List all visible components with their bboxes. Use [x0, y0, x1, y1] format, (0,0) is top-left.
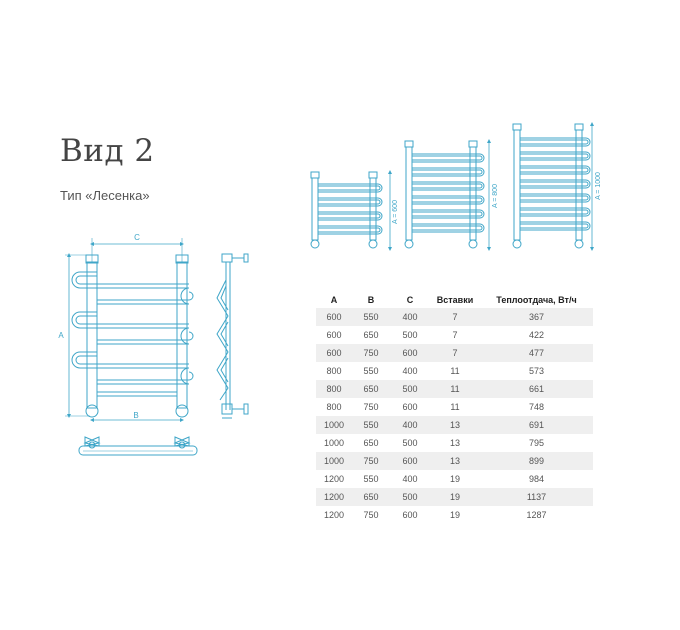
table-cell: 550 — [363, 366, 379, 376]
table-cell: 600 — [390, 344, 430, 362]
table-cell: 19 — [430, 488, 480, 506]
table-cell: 500 — [390, 380, 430, 398]
a600-label: A = 600 — [392, 200, 399, 224]
table-cell: 795 — [528, 438, 545, 448]
table-cell: 800 — [316, 380, 352, 398]
col-header-heat-output: Теплоотдача, Вт/ч — [496, 295, 577, 305]
table-cell: 13 — [430, 416, 480, 434]
table-cell: 7 — [430, 344, 480, 362]
table-cell: 650 — [363, 330, 379, 340]
table-cell: 500 — [402, 330, 418, 340]
page-subtitle: Тип «Лесенка» — [60, 188, 150, 203]
table-cell: 800 — [326, 402, 342, 412]
table-cell: 899 — [480, 452, 593, 470]
table-cell: 573 — [528, 366, 545, 376]
table-cell: 750 — [363, 402, 379, 412]
table-cell: 661 — [480, 380, 593, 398]
table-cell: 984 — [528, 474, 545, 484]
table-cell: 500 — [402, 438, 418, 448]
col-header-c: C — [406, 295, 414, 305]
table-cell: 550 — [363, 474, 379, 484]
table-row: 1200 550 400 19 984 — [316, 470, 593, 488]
table-cell: 422 — [528, 330, 545, 340]
table-cell: 1200 — [323, 510, 345, 520]
table-cell: 750 — [363, 510, 379, 520]
table-cell: 1200 — [323, 474, 345, 484]
table-cell: 400 — [390, 416, 430, 434]
table-cell: 11 — [430, 380, 480, 398]
table-cell: 550 — [352, 416, 390, 434]
table-cell: 600 — [402, 402, 418, 412]
page-title: Вид 2 — [60, 133, 155, 169]
table-cell: 400 — [402, 474, 418, 484]
table-cell: 600 — [316, 308, 352, 326]
table-cell: 600 — [390, 452, 430, 470]
table-cell: 11 — [450, 402, 460, 412]
table-cell: 1137 — [480, 488, 593, 506]
table-row: 600 650 500 7 422 — [316, 326, 593, 344]
side-view-drawing — [216, 253, 249, 419]
table-cell: 600 — [402, 510, 418, 520]
table-cell: 650 — [352, 488, 390, 506]
col-header-inserts: Вставки — [436, 295, 474, 305]
dim-b-label: B — [133, 411, 138, 420]
col-header-a: A — [330, 295, 338, 305]
table-cell: 7 — [430, 308, 480, 326]
a800-label: A = 800 — [492, 184, 499, 208]
table-cell: 19 — [449, 510, 460, 520]
radiator-a800-drawing — [404, 139, 491, 251]
table-cell: 11 — [450, 366, 460, 376]
table-cell: 748 — [528, 402, 545, 412]
dim-c-label: C — [134, 233, 140, 242]
table-cell: 1000 — [323, 438, 345, 448]
table-cell: 750 — [352, 452, 390, 470]
table-cell: 500 — [390, 488, 430, 506]
table-header-row: A B C Вставки Теплоотдача, Вт/ч — [316, 292, 593, 308]
table-cell: 650 — [352, 380, 390, 398]
table-row: 800 750 600 11 748 — [316, 398, 593, 416]
table-cell: 1000 — [316, 452, 352, 470]
table-cell: 550 — [352, 308, 390, 326]
table-cell: 600 — [316, 344, 352, 362]
top-view-drawing — [78, 436, 198, 456]
table-cell: 400 — [390, 308, 430, 326]
table-row: 800 550 400 11 573 — [316, 362, 593, 380]
table-cell: 1200 — [316, 488, 352, 506]
table-cell: 13 — [449, 438, 460, 448]
dim-a-label: A — [58, 331, 64, 340]
table-cell: 477 — [480, 344, 593, 362]
table-cell: 750 — [352, 344, 390, 362]
table-row: 1000 650 500 13 795 — [316, 434, 593, 452]
col-header-b: B — [367, 295, 375, 305]
radiator-a1000-drawing — [512, 122, 594, 251]
table-cell: 7 — [452, 330, 458, 340]
table-cell: 600 — [326, 330, 342, 340]
front-view-drawing — [65, 238, 194, 422]
table-cell: 691 — [480, 416, 593, 434]
table-cell: 800 — [326, 366, 342, 376]
table-row: 1200 750 600 19 1287 — [316, 506, 593, 524]
table-cell: 1000 — [316, 416, 352, 434]
table-cell: 19 — [449, 474, 460, 484]
table-cell: 400 — [402, 366, 418, 376]
table-cell: 13 — [430, 452, 480, 470]
a1000-label: A = 1000 — [595, 172, 602, 200]
table-cell: 367 — [480, 308, 593, 326]
table-cell: 650 — [363, 438, 379, 448]
radiator-a600-drawing — [310, 170, 392, 251]
table-cell: 1287 — [526, 510, 547, 520]
